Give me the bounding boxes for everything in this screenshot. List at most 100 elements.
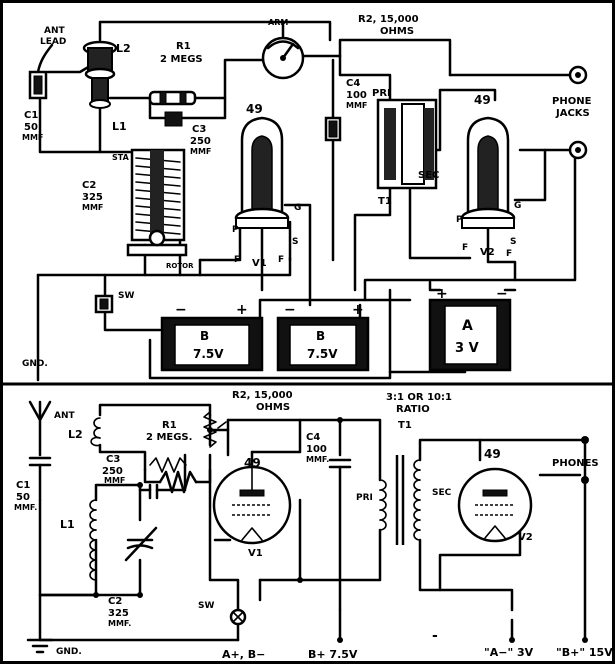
- c2-label-2: 325: [82, 192, 103, 203]
- ratio-label-2: RATIO: [396, 404, 430, 415]
- phone-jacks-label-2: JACKS: [555, 108, 590, 119]
- c2-variable-capacitor: [126, 148, 188, 257]
- phone-jack-bottom-center: [575, 147, 581, 153]
- l2-label: L2: [116, 42, 131, 55]
- c3-label-1: C3: [192, 124, 206, 135]
- a3-label: "A−" 3V: [484, 646, 534, 659]
- b2-volts: 7.5V: [307, 347, 338, 361]
- l2-label: L2: [68, 428, 83, 441]
- sec-label: SEC: [418, 170, 439, 181]
- c1-label-2: 50: [24, 122, 38, 133]
- r1-band: [159, 91, 167, 105]
- r2-pivot: [280, 55, 286, 61]
- v2-tube-symbol: [457, 467, 533, 543]
- t1-label: T1: [378, 196, 392, 207]
- c4-label-1: C4: [346, 78, 360, 89]
- r2-label-2: OHMS: [256, 402, 290, 413]
- pin-p-label: P: [456, 215, 463, 225]
- c2-label-1: C2: [108, 596, 122, 607]
- pin-f-label: F: [506, 249, 512, 259]
- r1-label-2: 2 MEGS: [160, 54, 203, 65]
- c1-label-1: C1: [24, 110, 38, 121]
- arm-label: ARM: [268, 18, 288, 27]
- c3-label-2: 250: [102, 466, 123, 477]
- v2-label: V2: [480, 247, 495, 258]
- sta-label: STA: [112, 153, 130, 162]
- c2-label-3: MMF.: [108, 619, 131, 628]
- tube2-label: 49: [484, 447, 501, 461]
- l1-label: L1: [112, 120, 127, 133]
- b75-terminal: [337, 637, 343, 643]
- l2-coil: [90, 417, 101, 447]
- r2-label-1: R2, 15,000: [232, 390, 293, 401]
- tube-v2: [460, 116, 516, 229]
- ant-lead-label-2: LEAD: [40, 37, 66, 47]
- switch-lever: [99, 298, 109, 310]
- r1-resistor: [148, 90, 197, 106]
- schematic-panel: ANT L2 R1 2 MEGS. R2, 15,000 OHMS C3 250…: [14, 390, 613, 661]
- c3-label-1: C3: [106, 454, 120, 465]
- phones-terminal-bottom: [581, 476, 589, 484]
- c4-label-1: C4: [306, 432, 320, 443]
- pin-g-label: G: [294, 203, 301, 213]
- pin-s-label: S: [510, 237, 516, 247]
- v1-tube-symbol: [212, 465, 292, 545]
- ant-label: ANT: [54, 411, 75, 421]
- b1-minus: −: [175, 302, 187, 318]
- tube-v1: [234, 116, 290, 229]
- pin-f-label: F: [278, 255, 284, 265]
- v2-label: V2: [518, 532, 533, 543]
- phones-terminal-top: [581, 436, 589, 444]
- r2-label-2: OHMS: [380, 26, 414, 37]
- battery-a: [428, 298, 512, 372]
- sec-label: SEC: [432, 488, 452, 498]
- tube2-label: 49: [474, 93, 491, 107]
- b2-minus: −: [284, 302, 296, 318]
- b15-terminal: [582, 637, 588, 643]
- c3-capacitor: [164, 111, 183, 127]
- v1-label: V1: [248, 548, 263, 559]
- pin-s-label: S: [292, 237, 298, 247]
- pri-label: PRI: [356, 493, 373, 503]
- b75-label: B+ 7.5V: [308, 648, 358, 661]
- tube1-label: 49: [246, 102, 263, 116]
- c2-label-3: MMF: [82, 203, 103, 212]
- t1-label: T1: [398, 420, 412, 431]
- r2-label-1: R2, 15,000: [358, 14, 419, 25]
- sw-label: SW: [198, 601, 214, 611]
- b2-name: B: [316, 329, 325, 343]
- gnd-label: GND.: [56, 647, 82, 657]
- phones-label: PHONES: [552, 458, 599, 469]
- b15-label: "B+" 15V: [556, 646, 613, 659]
- transformer-t1: [376, 98, 438, 190]
- coil-form: [82, 40, 118, 109]
- b1-volts: 7.5V: [193, 347, 224, 361]
- c1-label-1: C1: [16, 480, 30, 491]
- battery-b1: [160, 316, 264, 372]
- c2-label-2: 325: [108, 608, 129, 619]
- t1-transformer-symbol: [379, 455, 421, 545]
- r1-resistor-symbol: [149, 457, 187, 473]
- c1-label-2: 50: [16, 492, 30, 503]
- c4-label-2: 100: [306, 444, 327, 455]
- pin-f-label: F: [234, 255, 240, 265]
- r1-band: [179, 91, 187, 105]
- r1-label-2: 2 MEGS.: [146, 432, 192, 443]
- junction-dots: [93, 417, 343, 598]
- pictorial-wiring: [36, 20, 577, 382]
- c4-label-2: 100: [346, 90, 367, 101]
- phone-jacks-label-1: PHONE: [552, 96, 592, 107]
- r1-label-1: R1: [176, 41, 191, 52]
- c1-label-3: MMF.: [14, 503, 37, 512]
- b2-plus: +: [352, 302, 364, 318]
- b1-name: B: [200, 329, 209, 343]
- c1-label-3: MMF: [22, 133, 43, 142]
- l1-label: L1: [60, 518, 75, 531]
- battery-b2: [276, 316, 370, 372]
- c3-label-2: 250: [190, 136, 211, 147]
- c4-label-3: MMF.: [306, 455, 329, 464]
- pri-label: PRI: [372, 88, 391, 99]
- c2-label-1: C2: [82, 180, 96, 191]
